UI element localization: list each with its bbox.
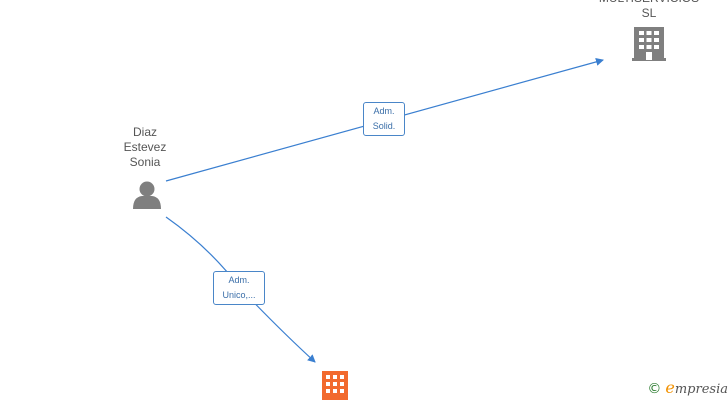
person-label[interactable]: Diaz Estevez Sonia	[123, 125, 167, 169]
empresia-logo: empresia	[665, 378, 728, 397]
building-icon[interactable]	[632, 27, 666, 61]
person-icon[interactable]	[133, 181, 161, 210]
copyright-symbol: ©	[647, 381, 662, 397]
edge-label-adm-unico: Adm. Unico,...	[213, 271, 265, 305]
edge-label-adm-solid: Adm. Solid.	[363, 102, 405, 136]
company-top-label[interactable]: MULTISERVICIOS SL	[599, 0, 699, 20]
building-icon[interactable]	[322, 371, 348, 400]
empresia-watermark: © empresia	[647, 378, 728, 397]
